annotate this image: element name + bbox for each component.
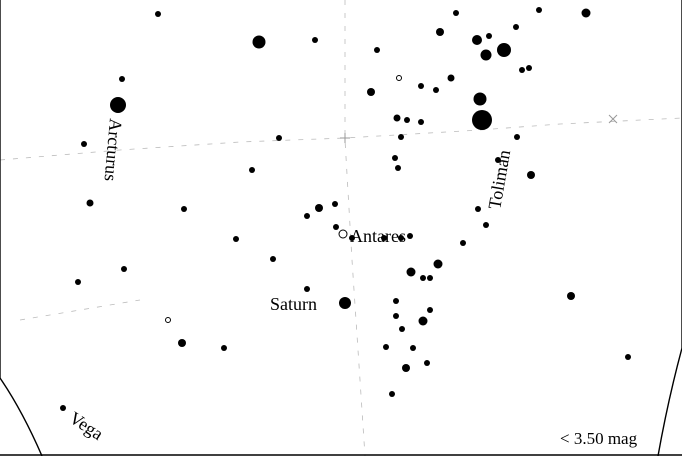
star-9 (472, 35, 482, 45)
star-42 (270, 256, 276, 262)
star-31 (475, 206, 481, 212)
star-73 (567, 292, 575, 300)
star-14 (526, 65, 532, 71)
star-36 (81, 141, 87, 147)
star-11 (480, 49, 492, 61)
star-20 (473, 92, 487, 106)
star-68 (383, 344, 389, 350)
star-65 (418, 316, 428, 326)
star-17 (433, 87, 439, 93)
star-58 (304, 286, 310, 292)
star-47 (338, 229, 348, 239)
star-55 (433, 259, 443, 269)
star-19 (418, 83, 424, 89)
star-59 (339, 297, 351, 309)
star-16 (447, 74, 455, 82)
star-30 (527, 171, 535, 179)
star-70 (402, 364, 410, 372)
star-61 (178, 339, 186, 347)
star-6 (536, 7, 542, 13)
star-27 (395, 165, 401, 171)
star-74 (625, 354, 631, 360)
star-0 (155, 11, 161, 17)
antares-label: Antares (350, 226, 406, 246)
star-66 (393, 313, 399, 319)
star-24 (418, 119, 424, 125)
star-51 (407, 233, 413, 239)
saturn-label: Saturn (270, 294, 317, 314)
star-69 (410, 345, 416, 351)
star-50 (398, 235, 404, 241)
star-12 (497, 43, 511, 57)
star-33 (460, 240, 466, 246)
star-22 (393, 114, 401, 122)
star-1 (252, 35, 266, 49)
star-15 (396, 75, 402, 81)
star-75 (60, 405, 66, 411)
star-21 (472, 110, 492, 130)
star-46 (333, 224, 339, 230)
star-2 (312, 37, 318, 43)
star-26 (392, 155, 398, 161)
star-41 (233, 236, 239, 242)
star-23 (404, 117, 410, 123)
star-5 (453, 10, 459, 16)
star-53 (420, 275, 426, 281)
star-56 (121, 266, 127, 272)
star-48 (349, 235, 355, 241)
star-44 (315, 204, 323, 212)
star-60 (165, 317, 171, 323)
star-29 (495, 157, 501, 163)
star-54 (427, 275, 433, 281)
star-43 (304, 213, 310, 219)
star-37 (86, 199, 94, 207)
star-52 (406, 267, 416, 277)
star-32 (483, 222, 489, 228)
star-38 (276, 135, 282, 141)
magnitude-limit-label: < 3.50 mag (560, 429, 638, 448)
star-64 (427, 307, 433, 313)
star-63 (393, 298, 399, 304)
star-72 (389, 391, 395, 397)
star-7 (581, 8, 591, 18)
star-39 (249, 167, 255, 173)
star-62 (221, 345, 227, 351)
star-67 (399, 326, 405, 332)
star-34 (119, 76, 125, 82)
grid-ticks (340, 114, 618, 143)
star-25 (398, 134, 404, 140)
star-71 (424, 360, 430, 366)
star-35 (110, 97, 126, 113)
star-4 (436, 28, 444, 36)
star-57 (75, 279, 81, 285)
star-10 (486, 33, 492, 39)
star-3 (374, 47, 380, 53)
star-18 (367, 88, 375, 96)
star-13 (519, 67, 525, 73)
star-40 (181, 206, 187, 212)
star-8 (513, 24, 519, 30)
star-49 (381, 235, 387, 241)
star-45 (332, 201, 338, 207)
star-28 (514, 134, 520, 140)
star-field (60, 7, 631, 411)
